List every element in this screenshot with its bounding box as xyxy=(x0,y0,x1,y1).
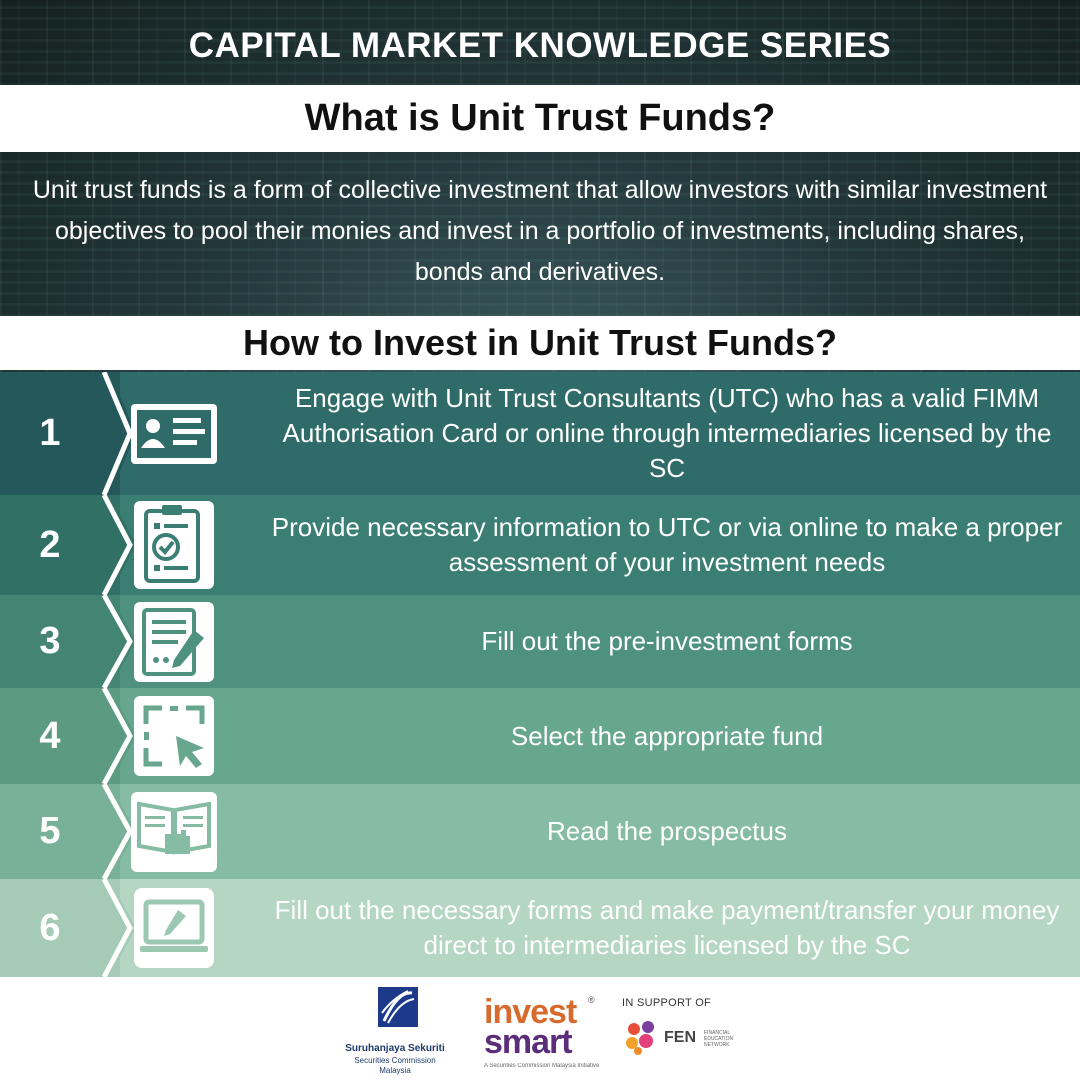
investsmart-tagline: A Securities Commission Malaysia Initiat… xyxy=(484,1063,600,1069)
sc-name: Suruhanjaya Sekuriti xyxy=(345,1043,445,1054)
step-6: 6 Fill out the necessary forms and make … xyxy=(0,879,1080,977)
step-5: 5 Read the prospectus xyxy=(0,784,1080,879)
step-1: 1 Engage with Unit Trust Consultants (UT… xyxy=(0,372,1080,495)
investsmart-word-2: smart xyxy=(484,1023,573,1061)
laptop-edit-icon xyxy=(124,879,224,977)
select-cursor-icon xyxy=(124,688,224,784)
chevron-divider xyxy=(96,495,136,595)
id-card-icon xyxy=(124,372,224,495)
chevron-divider xyxy=(96,372,136,495)
footer: Suruhanjaya Sekuriti Securities Commissi… xyxy=(0,977,1080,1080)
securities-commission-logo: Suruhanjaya Sekuriti Securities Commissi… xyxy=(330,987,460,1077)
chevron-divider xyxy=(96,688,136,784)
step-number: 1 xyxy=(39,412,61,454)
step-number: 4 xyxy=(39,714,61,757)
series-title: CAPITAL MARKET KNOWLEDGE SERIES xyxy=(188,26,892,65)
step-4: 4 Select the appropriate fund xyxy=(0,688,1080,784)
step-number: 2 xyxy=(39,523,61,566)
step-number: 5 xyxy=(39,810,61,852)
header-background xyxy=(0,0,1080,372)
step-number: 6 xyxy=(39,906,61,949)
fen-name: FEN xyxy=(664,1029,696,1046)
step-text: Select the appropriate fund xyxy=(510,720,824,751)
support-label: IN SUPPORT OF xyxy=(622,997,712,1009)
open-book-hand-icon xyxy=(124,784,224,879)
registered-mark: ® xyxy=(588,995,595,1005)
chevron-divider xyxy=(96,879,136,977)
intro-paragraph: Unit trust funds is a form of collective… xyxy=(32,176,1048,286)
step-text: Provide necessary information to UTC or … xyxy=(271,512,1063,577)
clipboard-checklist-icon xyxy=(124,495,224,595)
investsmart-logo: invest smart ® A Securities Commission M… xyxy=(484,995,604,1075)
sc-country: Malaysia xyxy=(379,1066,411,1075)
sc-english: Securities Commission xyxy=(354,1056,436,1065)
sc-emblem-icon xyxy=(378,987,418,1027)
step-text: Fill out the pre-investment forms xyxy=(481,626,853,656)
investsmart-word-1: invest xyxy=(484,993,577,1031)
chevron-divider xyxy=(96,595,136,688)
step-text: Fill out the necessary forms and make pa… xyxy=(274,895,1060,960)
step-3: 3 Fill out the pre-investment forms xyxy=(0,595,1080,688)
question-how-to-invest: How to Invest in Unit Trust Funds? xyxy=(0,316,1080,370)
question-what-is: What is Unit Trust Funds? xyxy=(0,85,1080,152)
chevron-divider xyxy=(96,784,136,879)
support-block: IN SUPPORT OF FEN FINANCIAL EDUCATION NE… xyxy=(622,997,762,1077)
step-number: 3 xyxy=(39,620,61,662)
fen-subtitle: FINANCIAL EDUCATION NETWORK xyxy=(704,1030,734,1048)
step-2: 2 Provide necessary information to UTC o… xyxy=(0,495,1080,595)
fen-emblem-icon xyxy=(626,1021,654,1055)
form-pen-icon xyxy=(124,595,224,688)
step-text: Engage with Unit Trust Consultants (UTC)… xyxy=(282,383,1052,483)
step-text: Read the prospectus xyxy=(547,816,787,846)
